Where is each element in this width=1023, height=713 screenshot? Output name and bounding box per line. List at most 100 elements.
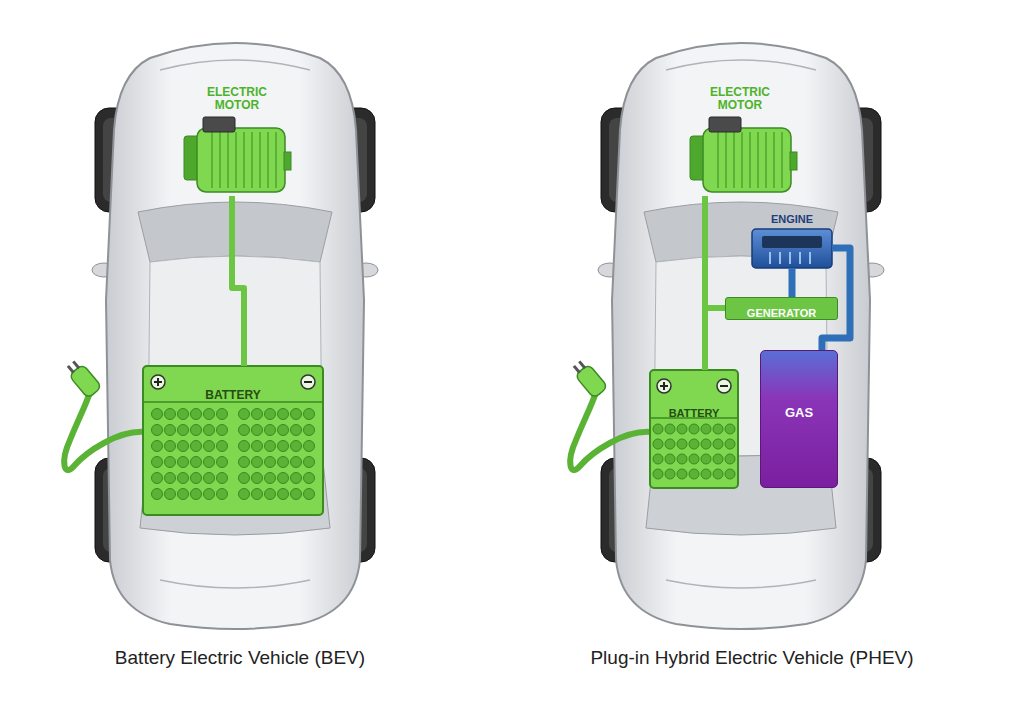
battery-cell [653,454,663,464]
plug-prong [67,365,75,374]
battery-cell [152,409,163,420]
engine-rib [779,252,781,264]
battery-cell [165,441,176,452]
charging-plug [64,358,102,399]
battery-cell [304,473,315,484]
battery-cell [165,489,176,500]
battery-cell [217,441,228,452]
plug-prong [72,360,80,369]
battery-icon [143,366,323,515]
motor-rib [219,132,221,188]
battery-cell [217,489,228,500]
battery-cell [278,489,289,500]
power-line [705,308,725,370]
battery-cell [278,441,289,452]
battery-cell [265,425,276,436]
battery-cell [291,441,302,452]
electric-motor-icon [690,117,797,192]
battery-cell [304,409,315,420]
motor-rib [773,132,775,188]
plug-prong [578,360,586,369]
battery-cell [191,473,202,484]
battery-cell [665,439,675,449]
motor-rib [227,132,229,188]
motor-label-node: ELECTRIC MOTOR [183,86,291,196]
battery-cell [665,454,675,464]
car-body [612,43,870,629]
battery-node: BATTERY [143,366,323,515]
battery-cell [304,489,315,500]
battery-cell [191,425,202,436]
battery-cell [178,425,189,436]
motor-terminal-box [203,117,235,132]
battery-cell [304,441,315,452]
battery-cell [252,473,263,484]
plug-prong [573,365,581,374]
battery-cell [204,409,215,420]
engine-block [752,229,832,268]
trunk-line [666,580,816,588]
battery-cell [291,425,302,436]
battery-cell [265,489,276,500]
motor-rib [251,132,253,188]
battery-cell [701,454,711,464]
battery-cell [191,409,202,420]
motor-rib [757,132,759,188]
motor-shaft [284,152,291,170]
engine-rib [809,252,811,264]
node-text: BATTERY [669,407,720,419]
battery-cell [165,473,176,484]
battery-cell [165,457,176,468]
trunk-line [160,580,310,588]
battery-cell [665,469,675,479]
battery-cell [689,439,699,449]
node-text: GAS [785,406,813,420]
battery-cell [239,489,250,500]
battery-cell [204,457,215,468]
terminal-sign [663,382,665,390]
battery-cell [191,441,202,452]
battery-cell [725,439,735,449]
battery-cell [653,469,663,479]
battery-cell [252,457,263,468]
battery-cell [265,457,276,468]
motor-rib [211,132,213,188]
charging-cable [64,392,145,470]
battery-cell [217,425,228,436]
engine-node: ENGINE [752,209,832,268]
battery-cell [665,424,675,434]
motor-rib [765,132,767,188]
battery-body [143,366,323,515]
battery-cell [725,469,735,479]
vehicle-caption: Plug-in Hybrid Electric Vehicle (PHEV) [512,647,992,669]
car-body [106,43,364,629]
battery-cell [165,409,176,420]
battery-cell [278,473,289,484]
motor-rib [717,132,719,188]
node-text: ELECTRIC MOTOR [704,86,776,112]
battery-cell [239,425,250,436]
battery-cell [278,457,289,468]
vehicle-caption: Battery Electric Vehicle (BEV) [0,647,480,669]
battery-cell [291,489,302,500]
car-illustration [64,43,378,629]
battery-cell [191,489,202,500]
motor-rib [235,132,237,188]
motor-rib [275,132,277,188]
engine-head [762,236,822,248]
battery-cell [178,473,189,484]
terminal-sign [304,381,312,383]
battery-cell [265,441,276,452]
engine-rib [789,252,791,264]
engine-icon [752,229,832,268]
battery-cell [291,457,302,468]
battery-cell [178,409,189,420]
battery-node: BATTERY [650,370,738,488]
charging-plug [570,358,608,399]
node-text: ENGINE [771,213,813,225]
battery-cell [278,409,289,420]
charging-cable [570,392,651,470]
